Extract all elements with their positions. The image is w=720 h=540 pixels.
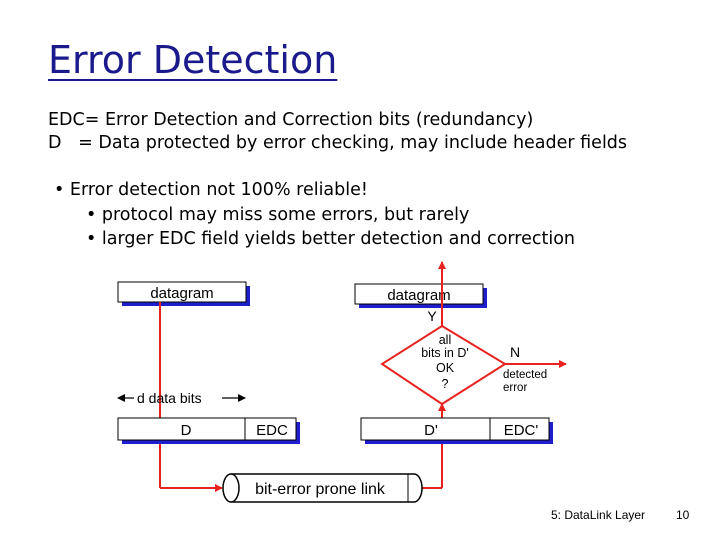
sender-flow bbox=[159, 302, 223, 492]
link-label: bit-error prone link bbox=[255, 481, 386, 498]
no-label: N bbox=[510, 344, 520, 360]
decision-line-3: OK bbox=[436, 361, 455, 375]
receiver-frame: D' EDC' bbox=[360, 417, 553, 444]
d-data-bits-arrow: d data bits bbox=[117, 390, 246, 406]
detected-error-line-2: error bbox=[503, 382, 527, 394]
edc-definition: EDC= Error Detection and Correction bits… bbox=[48, 110, 534, 130]
receiver-edc-field: EDC' bbox=[504, 422, 539, 439]
footer-chapter: 5: DataLink Layer bbox=[551, 508, 646, 522]
decision-line-4: ? bbox=[442, 377, 449, 391]
sender-d-field: D bbox=[181, 422, 192, 439]
error-check-decision: all bits in D' OK ? bbox=[380, 324, 507, 406]
right-datagram-box: datagram bbox=[354, 283, 487, 308]
decision-line-1: all bbox=[439, 333, 452, 347]
receiver-d-field: D' bbox=[424, 422, 438, 439]
sender-edc-field: EDC bbox=[256, 422, 288, 439]
sub-bullet-larger-edc: • larger EDC field yields better detecti… bbox=[86, 229, 576, 249]
sender-frame: D EDC bbox=[117, 417, 300, 444]
decision-line-2: bits in D' bbox=[421, 346, 469, 360]
right-datagram-label: datagram bbox=[387, 287, 450, 304]
sub-bullet-miss-errors: • protocol may miss some errors, but rar… bbox=[86, 205, 470, 225]
yes-label: Y bbox=[427, 308, 437, 324]
bit-error-link: bit-error prone link bbox=[222, 473, 423, 503]
d-definition: D = Data protected by error checking, ma… bbox=[48, 133, 628, 153]
left-datagram-label: datagram bbox=[150, 285, 213, 302]
left-datagram-box: datagram bbox=[117, 281, 250, 306]
detected-error-line-1: detected bbox=[503, 369, 547, 381]
d-data-bits-label: d data bits bbox=[137, 390, 202, 406]
page-number: 10 bbox=[676, 508, 690, 522]
slide-title: Error Detection bbox=[48, 38, 338, 82]
bullet-reliability: • Error detection not 100% reliable! bbox=[54, 180, 368, 200]
